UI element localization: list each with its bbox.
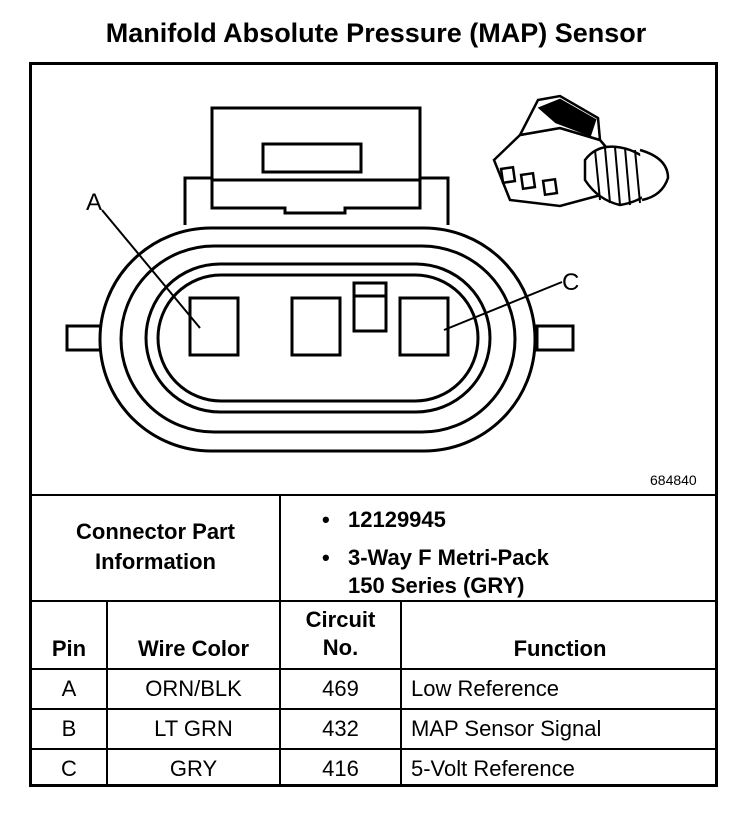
header-wire-color: Wire Color xyxy=(137,636,250,661)
divider-info-top xyxy=(29,494,718,496)
connector-info-item: • 12129945 xyxy=(322,507,446,532)
table-row-pin: C xyxy=(61,755,77,781)
header-circuit-line2: No. xyxy=(322,635,359,660)
connector-diagram: A C xyxy=(65,94,670,453)
page-title: Manifold Absolute Pressure (MAP) Sensor xyxy=(105,18,647,48)
leader-line-a xyxy=(101,209,201,329)
header-function: Function xyxy=(513,636,607,661)
terminal-c xyxy=(398,296,450,357)
connector-latch-slot xyxy=(261,142,363,174)
terminal-b xyxy=(290,296,342,357)
connector-info-item: • 3-Way F Metri-Pack xyxy=(322,545,549,570)
connector-info-list: • 12129945 • 3-Way F Metri-Pack 150 Seri… xyxy=(322,506,549,600)
header-pin: Pin xyxy=(51,636,87,661)
divider-col-circuit xyxy=(279,494,281,787)
pin-label-a: A xyxy=(86,189,102,216)
table-row-wire-color: GRY xyxy=(169,755,218,781)
divider-header-bottom xyxy=(29,668,718,670)
table-row-pin: A xyxy=(61,676,77,701)
table-row-function: Low Reference xyxy=(411,676,559,701)
bullet-icon: • xyxy=(322,545,330,570)
divider-row-a xyxy=(29,708,718,710)
connector-info-item: 150 Series (GRY) xyxy=(348,573,525,598)
pin-label-c: C xyxy=(562,269,579,296)
connector-key xyxy=(352,281,388,333)
terminal-a xyxy=(188,296,240,357)
table-row-wire-color: ORN/BLK xyxy=(145,676,242,701)
connector-info-label-line2: Information xyxy=(95,549,216,574)
header-circuit-line1: Circuit xyxy=(305,607,376,632)
divider-row-b xyxy=(29,748,718,750)
table-row-circuit: 469 xyxy=(322,676,359,701)
table-row-circuit: 416 xyxy=(322,755,359,781)
divider-col-function xyxy=(400,600,402,787)
divider-table-top xyxy=(29,600,718,602)
side-tab-right xyxy=(535,324,575,352)
connector-mid-shell xyxy=(119,244,517,434)
figure-id: 684840 xyxy=(650,472,697,488)
connector-inner-shell xyxy=(144,262,492,414)
table-row-circuit: 432 xyxy=(322,716,359,741)
bullet-icon: • xyxy=(322,507,330,532)
table-row-pin: B xyxy=(61,716,77,741)
table-row-function: MAP Sensor Signal xyxy=(411,716,602,741)
table-row-function: 5-Volt Reference xyxy=(411,755,575,781)
side-tab-left xyxy=(65,324,105,352)
connector-cavity-wall xyxy=(156,273,480,403)
diagram-frame xyxy=(29,62,718,787)
connector-3d-view xyxy=(492,94,670,208)
divider-col-pin xyxy=(106,600,108,787)
connector-shoulder xyxy=(183,176,450,225)
connector-info-label-line1: Connector Part xyxy=(76,519,235,544)
leader-line-c xyxy=(443,281,563,331)
table-row-wire-color: LT GRN xyxy=(154,716,233,741)
